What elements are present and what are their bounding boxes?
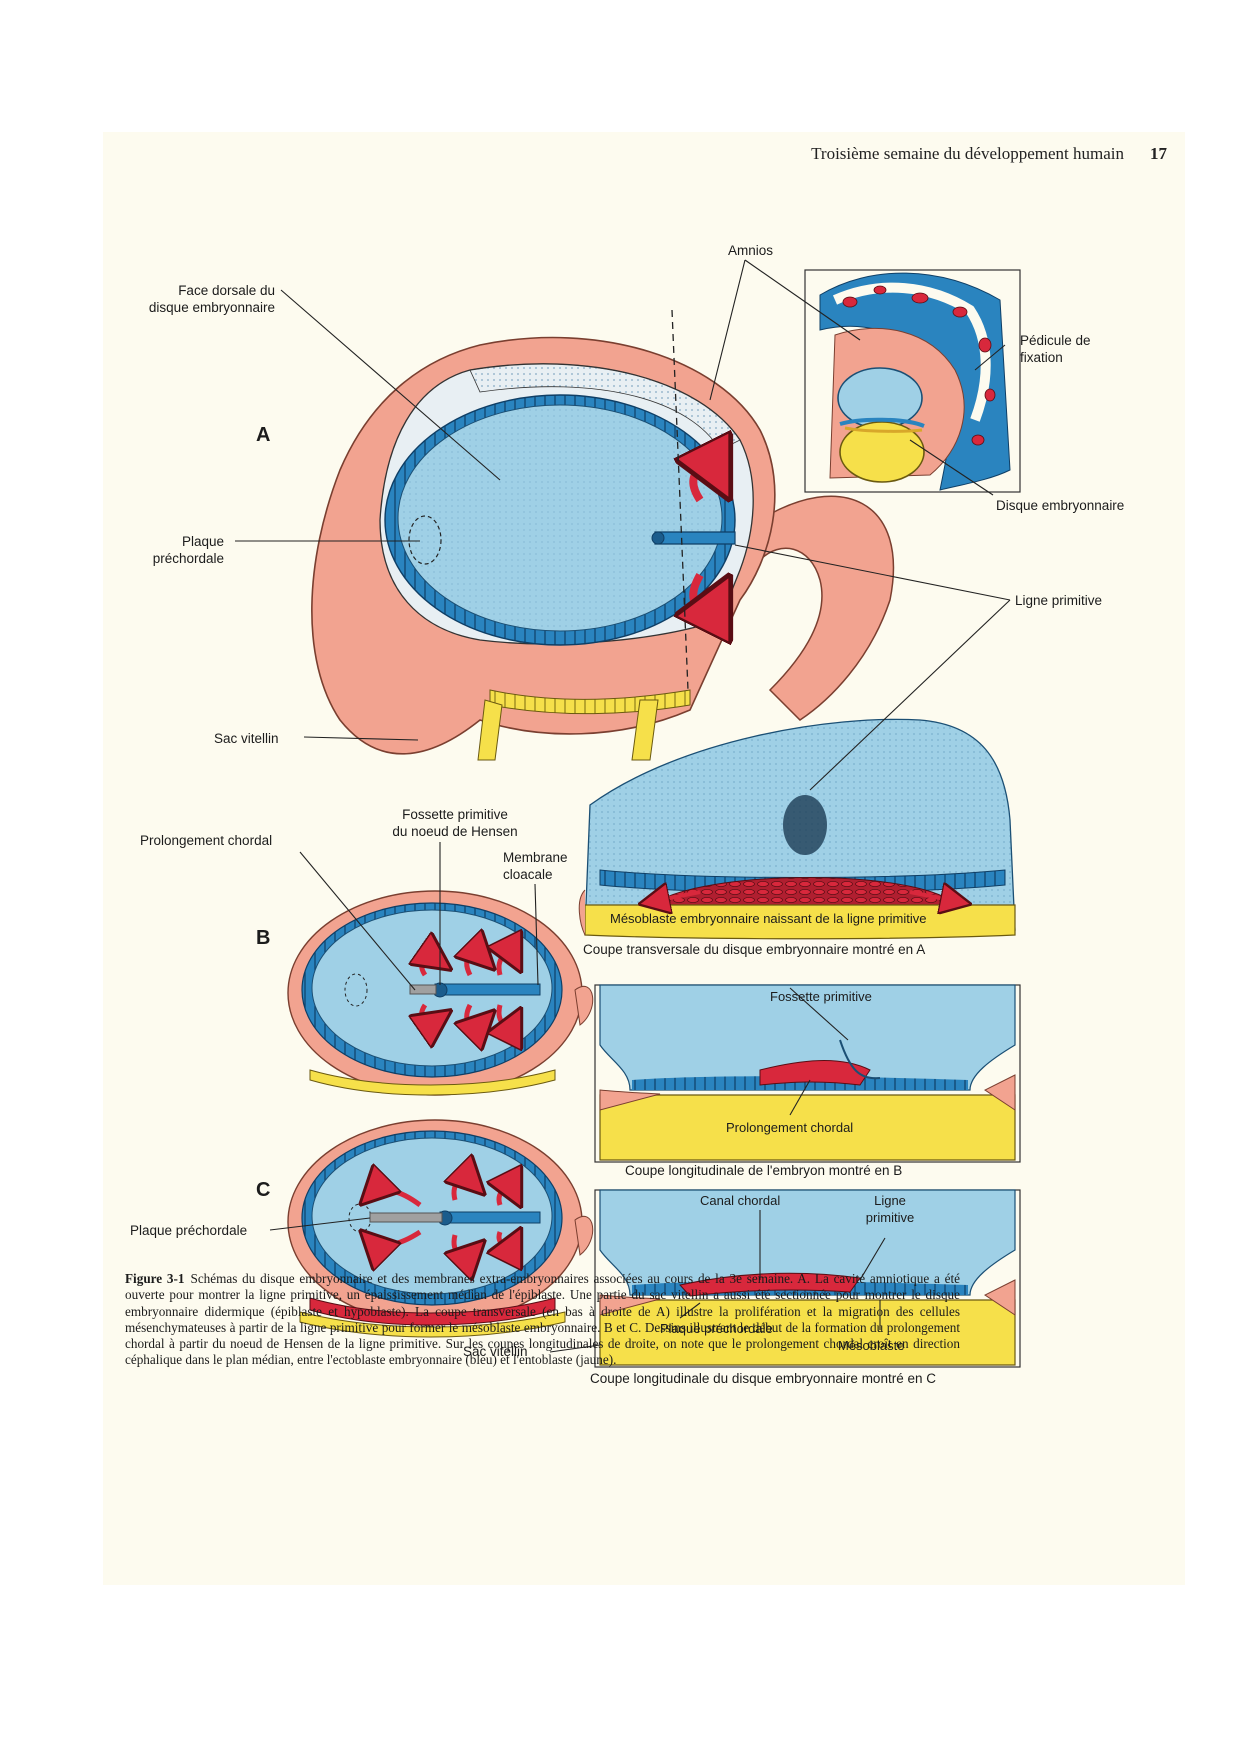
transverse-section xyxy=(578,718,1016,940)
primitive-streak-b xyxy=(434,983,541,996)
label-disque-embryonnaire: Disque embryonnaire xyxy=(996,498,1125,513)
label-ligne-primitive-c1: Ligne xyxy=(874,1193,906,1208)
label-prolongement-chordal-b: Prolongement chordal xyxy=(140,833,273,848)
longitudinal-section-b xyxy=(594,984,1021,1163)
label-coupe-transversale: Coupe transversale du disque embryonnair… xyxy=(583,942,926,957)
label-membrane-cloacale-1: Membrane xyxy=(503,850,568,865)
label-mesoblaste-section: Mésoblaste xyxy=(838,1338,905,1353)
primitive-pit-shadow xyxy=(783,795,827,855)
label-plaque-prechordale-section: Plaque préchordale xyxy=(660,1321,773,1336)
panel-letter-a: A xyxy=(256,424,271,446)
prechordal-plate-outline xyxy=(408,515,442,565)
label-coupe-longitudinale-c: Coupe longitudinale du disque embryonnai… xyxy=(590,1371,936,1386)
label-plaque-prechordale-c: Plaque préchordale xyxy=(130,1223,248,1238)
label-plaque-prechordale-a1: Plaque xyxy=(181,534,224,549)
migration-arrow xyxy=(693,470,720,500)
label-prolongement-chordal-section: Prolongement chordal xyxy=(726,1120,854,1135)
leader-lines xyxy=(235,259,1011,1353)
caption-text: Schémas du disque embryonnaire et des me… xyxy=(125,1271,960,1368)
label-pedicule-2: fixation xyxy=(1020,350,1063,365)
label-sac-vitellin-a: Sac vitellin xyxy=(214,731,279,746)
panel-letter-c: C xyxy=(256,1179,271,1201)
label-fossette-primitive-b2: du noeud de Hensen xyxy=(392,824,518,839)
notochordal-canal-section xyxy=(679,1272,861,1297)
notochordal-process-c xyxy=(369,1212,443,1223)
label-ligne-primitive: Ligne primitive xyxy=(1015,593,1103,608)
page-number: 17 xyxy=(1150,144,1167,163)
label-sac-vitellin-c: Sac vitellin xyxy=(463,1344,528,1359)
label-face-dorsale-1: Face dorsale du xyxy=(178,283,275,298)
panel-c-drawing xyxy=(287,1119,594,1338)
notochordal-process-b xyxy=(409,984,437,995)
label-fossette-primitive-section: Fossette primitive xyxy=(770,989,872,1004)
label-fossette-primitive-b1: Fossette primitive xyxy=(402,807,508,822)
panel-letter-b: B xyxy=(256,927,271,949)
migration-arrow xyxy=(693,575,720,607)
section-plane-line xyxy=(671,309,689,691)
connecting-stalk xyxy=(759,495,895,721)
label-membrane-cloacale-2: cloacale xyxy=(503,867,553,882)
label-plaque-prechordale-a2: préchordale xyxy=(152,551,224,566)
longitudinal-section-c xyxy=(594,1189,1021,1368)
label-amnios: Amnios xyxy=(728,243,774,258)
label-face-dorsale-2: disque embryonnaire xyxy=(148,300,275,315)
running-header: Troisième semaine du développement humai… xyxy=(103,144,1167,164)
notochordal-process-section xyxy=(759,1060,871,1086)
primitive-streak-c xyxy=(439,1211,541,1224)
figure-id: Figure 3-1 xyxy=(125,1271,185,1286)
label-coupe-longitudinale-b: Coupe longitudinale de l'embryon montré … xyxy=(625,1163,903,1178)
label-canal-chordal: Canal chordal xyxy=(700,1193,781,1208)
running-title: Troisième semaine du développement humai… xyxy=(811,144,1124,163)
label-pedicule-1: Pédicule de xyxy=(1020,333,1091,348)
label-mesoblaste-naissant: Mésoblaste embryonnaire naissant de la l… xyxy=(610,911,927,926)
label-ligne-primitive-c2: primitive xyxy=(865,1210,915,1225)
panel-a-inset xyxy=(804,269,1021,493)
primitive-streak-a xyxy=(654,531,736,545)
panel-a-drawing xyxy=(311,309,895,761)
panel-b-drawing xyxy=(287,890,594,1096)
